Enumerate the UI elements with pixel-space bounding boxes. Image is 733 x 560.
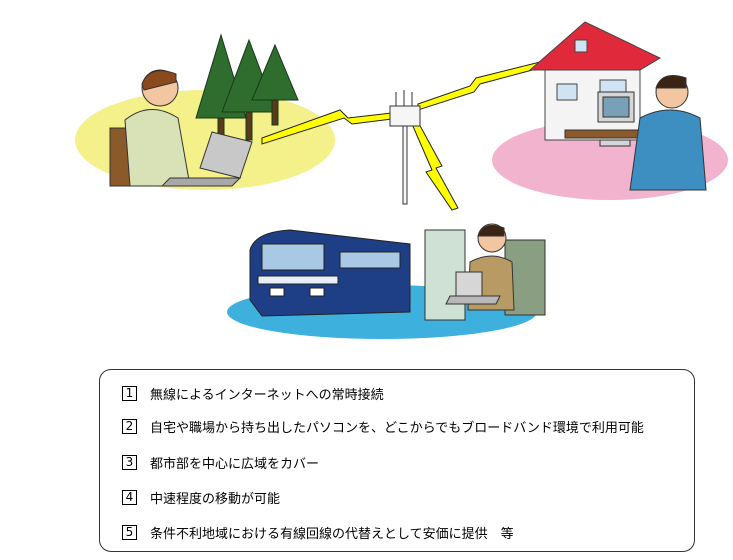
desktop-computer-icon: [597, 91, 635, 147]
feature-number: 3: [122, 454, 137, 470]
person-with-laptop-left: [109, 69, 253, 187]
feature-text: 条件不利地域における有線回線の代替えとして安価に提供 等: [150, 526, 514, 542]
feature-item-1: 1 無線によるインターネットへの常時接続: [122, 383, 384, 403]
laptop-icon: [445, 271, 501, 305]
feature-item-3: 3 都市部を中心に広域をカバー: [122, 452, 319, 472]
feature-text: 都市部を中心に広域をカバー: [150, 456, 320, 472]
feature-number: 5: [122, 524, 137, 540]
person-in-train-seat: [424, 223, 546, 321]
feature-text: 自宅や職場から持ち出したパソコンを、どこからでもブロードバンド環境で利用可能: [150, 420, 644, 436]
feature-number: 1: [122, 385, 137, 401]
wireless-scene-illustration: [75, 21, 728, 339]
feature-item-5: 5 条件不利地域における有線回線の代替えとして安価に提供 等: [122, 522, 514, 542]
lightning-bolt-icon: [261, 109, 401, 145]
feature-text: 中速程度の移動が可能: [150, 491, 281, 507]
feature-item-2: 2 自宅や職場から持ち出したパソコンを、どこからでもブロードバンド環境で利用可能: [122, 416, 644, 436]
feature-list-box: 1 無線によるインターネットへの常時接続 2 自宅や職場から持ち出したパソコンを…: [99, 369, 695, 552]
lightning-bolt-icon: [417, 61, 541, 111]
feature-text: 無線によるインターネットへの常時接続: [150, 387, 384, 403]
feature-item-4: 4 中速程度の移動が可能: [122, 487, 280, 507]
feature-number: 4: [122, 489, 137, 505]
antenna-icon: [389, 90, 421, 205]
laptop-icon: [160, 131, 253, 187]
feature-number: 2: [122, 418, 137, 434]
house-icon: [528, 21, 662, 141]
lightning-bolt-icon: [411, 121, 459, 211]
person-at-desktop-right: [564, 75, 707, 191]
train-icon: [249, 229, 411, 317]
tree-icon: [195, 33, 299, 146]
